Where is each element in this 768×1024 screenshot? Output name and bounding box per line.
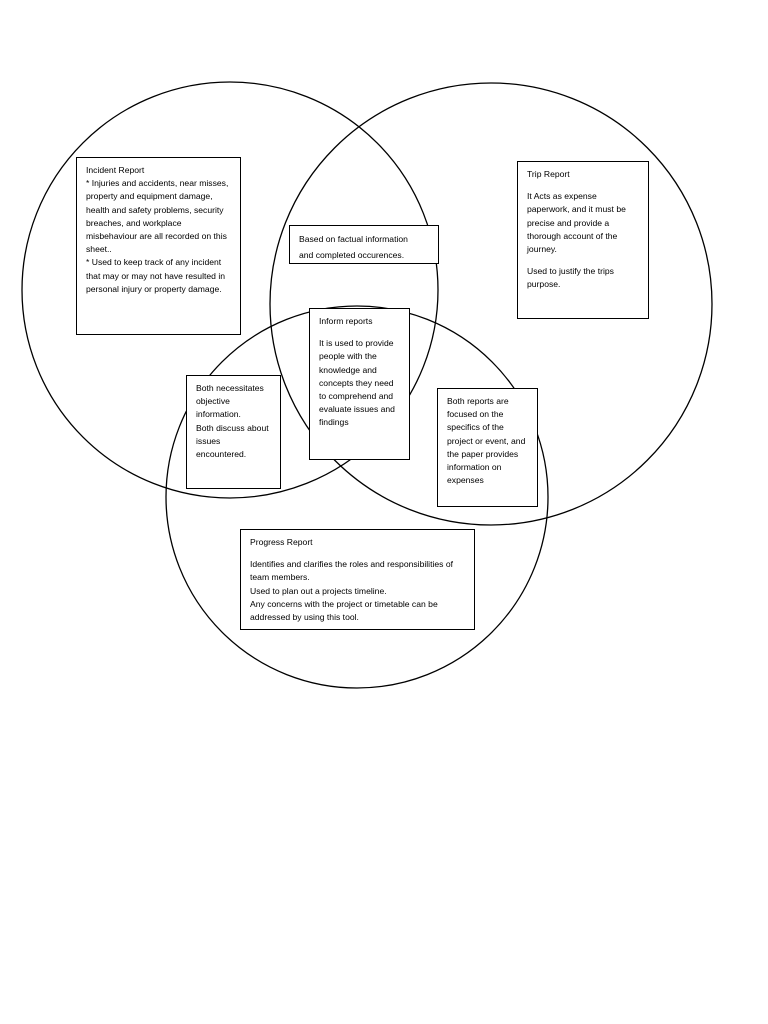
progress-report-title: Progress Report	[250, 537, 313, 547]
inform-reports-box: Inform reports It is used to provide peo…	[309, 308, 410, 460]
progress-circle	[165, 305, 549, 689]
inform-reports-text: It is used to provide people with the kn…	[319, 338, 395, 428]
incident-report-box: Incident Report * Injuries and accidents…	[76, 157, 241, 335]
factual-line-1: Based on factual information	[299, 234, 408, 244]
inform-reports-title: Inform reports	[319, 316, 373, 326]
trip-report-title: Trip Report	[527, 169, 570, 179]
trip-report-box: Trip Report It Acts as expense paperwork…	[517, 161, 649, 319]
objective-information-box: Both necessitates objective information.…	[186, 375, 281, 489]
trip-report-text-2: Used to justify the trips purpose.	[527, 266, 614, 290]
incident-report-bullet-2: * Used to keep track of any incident tha…	[86, 257, 226, 294]
expenses-text: Both reports are focused on the specific…	[447, 396, 526, 486]
progress-report-box: Progress Report Identifies and clarifies…	[240, 529, 475, 630]
expenses-box: Both reports are focused on the specific…	[437, 388, 538, 507]
incident-circle	[21, 81, 439, 499]
progress-report-line-2: Used to plan out a projects timeline.	[250, 585, 387, 596]
factual-information-box: Based on factual information and complet…	[289, 225, 439, 264]
objective-text-1: Both necessitates objective information.	[196, 383, 264, 420]
progress-report-line-3: Any concerns with the project or timetab…	[250, 598, 438, 623]
factual-line-2: and completed occurences.	[299, 250, 405, 260]
incident-report-title: Incident Report	[86, 165, 145, 175]
trip-report-text-1: It Acts as expense paperwork, and it mus…	[527, 191, 626, 255]
incident-report-bullet-1: * Injuries and accidents, near misses, p…	[86, 178, 229, 255]
objective-text-2: Both discuss about issues encountered.	[196, 422, 269, 460]
trip-circle	[269, 82, 713, 526]
progress-report-line-1: Identifies and clarifies the roles and r…	[250, 559, 454, 583]
